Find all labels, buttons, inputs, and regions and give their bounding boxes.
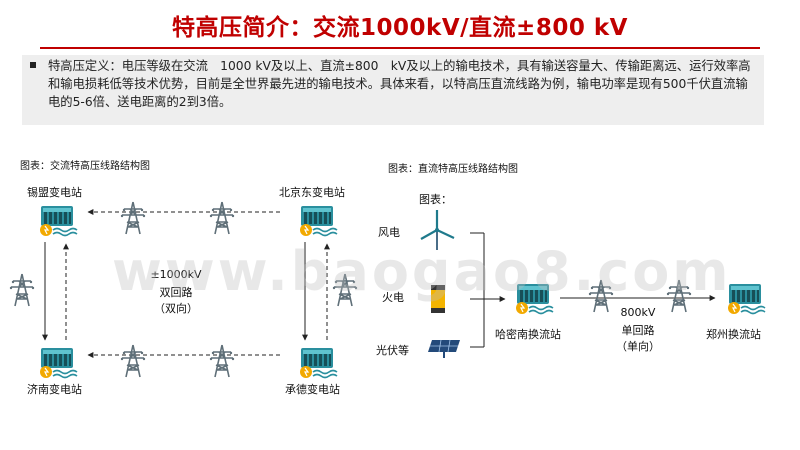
substation-icon (39, 205, 78, 237)
source-label-solar: 光伏等 (376, 344, 409, 357)
station-label-beijing-east: 北京东变电站 (279, 186, 345, 199)
substation-icon (727, 283, 766, 315)
source-label-thermal: 火电 (382, 291, 404, 304)
title-divider (40, 47, 760, 49)
dc-direction-label: （单向） (616, 340, 660, 353)
ac-circuit-label: 双回路 (159, 286, 193, 299)
transmission-tower-icon (331, 273, 359, 307)
bullet-icon (30, 62, 36, 68)
ac-direction-label: （双向） (154, 302, 198, 315)
page-title: 特高压简介：交流1000kV/直流±800 kV (172, 15, 628, 41)
solar-panel-icon (428, 339, 460, 358)
definition-box (22, 55, 764, 125)
substation-icon (39, 347, 78, 379)
station-label-chengde: 承德变电站 (285, 383, 340, 396)
substation-icon (299, 347, 338, 379)
thermal-plant-icon (431, 285, 445, 313)
legend-title: 图表： (419, 193, 452, 206)
destination-station-label: 郑州换流站 (706, 328, 761, 341)
definition-text: 特高压定义：电压等级在交流 1000 kV及以上、直流±800 kV及以上的输电… (48, 59, 751, 109)
converter-station-label: 哈密南换流站 (495, 328, 561, 341)
ac-voltage-label: ±1000kV (150, 268, 202, 281)
source-label-wind: 风电 (378, 226, 400, 239)
wind-turbine-icon (420, 210, 455, 250)
transmission-tower-icon (665, 279, 693, 313)
transmission-tower-icon (120, 344, 146, 378)
station-label-xilingol: 锡盟变电站 (27, 186, 82, 199)
station-label-jinan: 济南变电站 (27, 383, 82, 396)
transmission-tower-icon (209, 201, 235, 235)
dc-circuit-label: 单回路 (621, 324, 655, 337)
substation-icon (299, 205, 338, 237)
ac-diagram-caption: 图表：交流特高压线路结构图 (20, 161, 150, 172)
dc-diagram-caption: 图表：直流特高压线路结构图 (388, 164, 518, 175)
transmission-tower-icon (9, 273, 36, 307)
transmission-tower-icon (120, 201, 146, 235)
dc-voltage-label: 800kV (620, 306, 656, 319)
substation-icon (515, 283, 554, 315)
transmission-tower-icon (209, 344, 235, 378)
